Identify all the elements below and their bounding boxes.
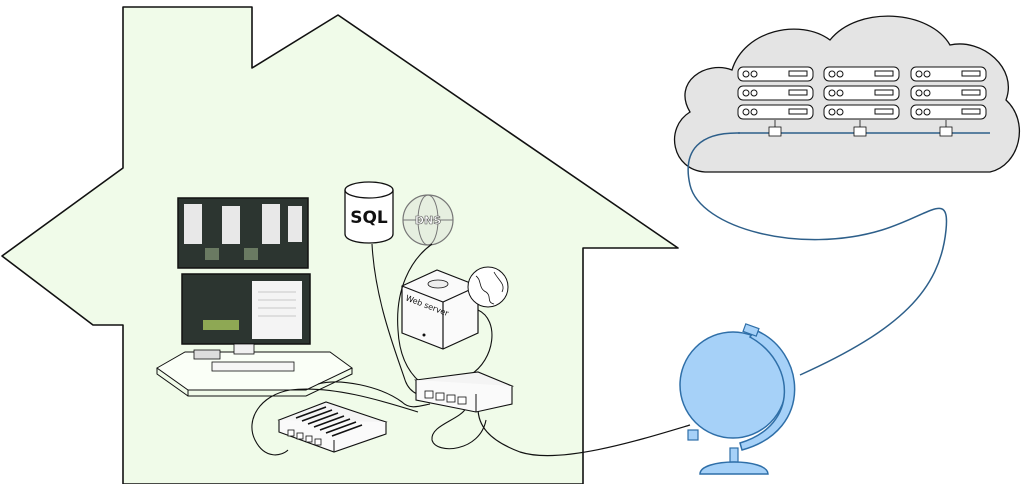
web-server-box-icon: Web server: [401, 269, 479, 350]
ethernet-switch-icon: [413, 371, 515, 413]
server-rack-3: [910, 66, 987, 120]
database-cylinder-icon: SQL: [344, 181, 394, 244]
server-rack-icon: [737, 66, 987, 120]
internet-cable: [687, 132, 948, 376]
earth-globe-icon: [467, 266, 509, 308]
mini-pc: [193, 349, 221, 360]
globe-to-switch-cable: [477, 407, 691, 457]
sql-label: SQL: [350, 208, 388, 228]
keyboard: [211, 361, 295, 372]
server-rack-2: [823, 66, 900, 120]
rack-connectors: [768, 120, 953, 137]
desk-globe-icon: [679, 323, 796, 475]
server-rack-1: [737, 66, 814, 120]
dns-label: DNS: [415, 214, 441, 227]
dual-monitor-desk-icon: [156, 197, 353, 397]
router-icon: [277, 401, 388, 453]
dns-globe-icon: DNS: [402, 194, 454, 246]
